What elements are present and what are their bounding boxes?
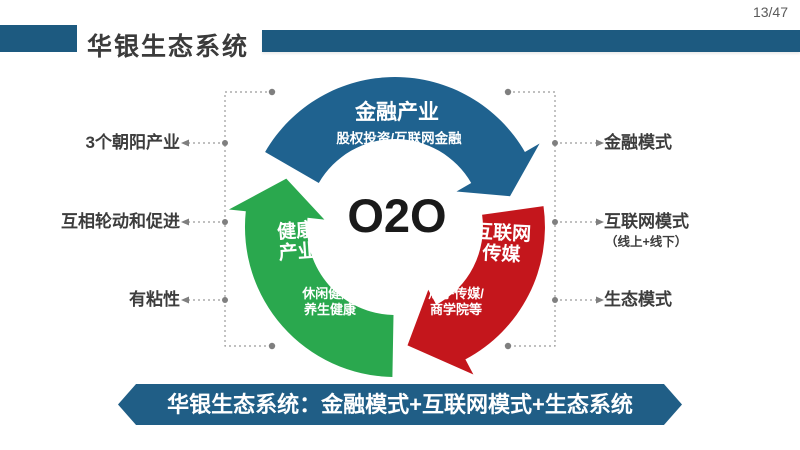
media-arrow-shape bbox=[407, 206, 545, 375]
media-arrow-subtitle: 瓜子传媒/ 商学院等 bbox=[428, 286, 484, 317]
label-three-industries: 3个朝阳产业 bbox=[85, 133, 180, 152]
page-number: 13/47 bbox=[752, 4, 788, 20]
connector-dot bbox=[552, 297, 558, 303]
connector-left-markers bbox=[181, 88, 276, 350]
left-arrowhead-icon bbox=[181, 139, 189, 147]
title-accent-bar bbox=[0, 25, 77, 52]
finance-arrow-shape bbox=[265, 77, 540, 197]
left-arrowhead-icon bbox=[181, 218, 189, 226]
finance-arrow-title: 金融产业 bbox=[355, 101, 439, 124]
summary-banner bbox=[118, 384, 682, 425]
title-rule-bar bbox=[262, 30, 800, 52]
label-stickiness: 有粘性 bbox=[129, 290, 180, 309]
summary-banner-text: 华银生态系统：金融模式+互联网模式+生态系统 bbox=[167, 392, 633, 417]
right-arrowhead-icon bbox=[596, 218, 604, 226]
health-arrow-shape bbox=[228, 178, 394, 377]
label-eco-mode: 生态模式 bbox=[604, 290, 672, 309]
connector-right-markers bbox=[504, 88, 604, 350]
connector-dot bbox=[552, 140, 558, 146]
connector-left bbox=[188, 91, 272, 347]
connector-dot bbox=[268, 88, 276, 96]
o2o-center-label: O2O bbox=[347, 189, 447, 242]
label-internet-mode: 互联网模式 bbox=[604, 212, 689, 231]
label-finance-mode: 金融模式 bbox=[604, 133, 672, 152]
connector-dot bbox=[504, 88, 512, 96]
page-title: 华银生态系统 bbox=[87, 33, 250, 61]
connector-dot bbox=[222, 297, 228, 303]
connector-dot bbox=[222, 219, 228, 225]
label-mutual-rotation: 互相轮动和促进 bbox=[61, 212, 180, 231]
health-arrow-subtitle: 休闲健康/ 养生健康 bbox=[302, 286, 358, 317]
right-arrowhead-icon bbox=[596, 139, 604, 147]
connector-dot bbox=[268, 342, 276, 350]
connector-right bbox=[508, 91, 597, 347]
finance-arrow-subtitle: 股权投资/互联网金融 bbox=[336, 131, 462, 146]
right-arrowhead-icon bbox=[596, 296, 604, 304]
label-internet-mode-sub: （线上+线下） bbox=[605, 235, 688, 249]
connector-dot bbox=[552, 219, 558, 225]
connector-dot bbox=[504, 342, 512, 350]
connector-dot bbox=[222, 140, 228, 146]
left-arrowhead-icon bbox=[181, 296, 189, 304]
